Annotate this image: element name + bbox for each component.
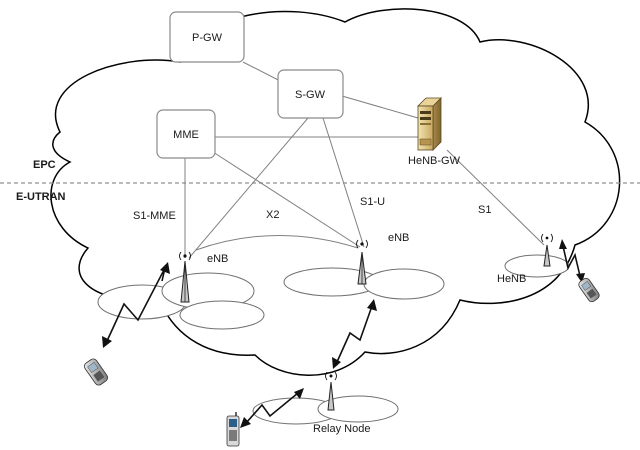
s1-label: S1 [478,204,491,216]
enb-center-label: eNB [388,232,409,244]
link-henbgw-henb [446,149,545,246]
network-cloud [50,8,621,376]
mobile-phone-icon [83,358,109,386]
s1-u-label: S1-U [360,196,385,208]
enb-center-cells [283,267,445,300]
henb-gw-label: HeNB-GW [408,155,461,167]
link-mme-enb-center [212,151,361,248]
antenna-tower-icon [356,239,368,285]
relay-cells [252,395,399,425]
pgw-box [169,11,245,63]
link-sgw-henbgw [341,95,419,119]
henb-label: HeNB [497,273,526,285]
sgw-box [277,69,344,119]
antenna-tower-icon [325,371,337,411]
link-sgw-enb-left [188,117,309,259]
enb-left-label: eNB [207,253,228,265]
mobile-phone-icon [578,277,600,303]
server-icon [417,97,442,151]
pgw-label: P-GW [192,32,223,44]
network-links [184,61,545,259]
mobile-phone-icon [226,412,240,447]
x2-label: X2 [266,209,279,221]
epc-label: EPC [33,159,56,171]
mme-box [156,109,216,159]
mme-label: MME [173,129,199,141]
sgw-label: S-GW [295,89,326,101]
lightning-link-icon [332,299,377,369]
link-x2 [195,235,359,251]
link-sgw-enb-center [322,117,365,248]
lightning-link-icon [240,388,304,428]
lightning-link-icon [559,239,585,283]
lightning-link-icon [102,262,170,348]
antenna-tower-icon [541,233,553,267]
e-utran-label: E-UTRAN [16,191,66,203]
relay-node-label: Relay Node [313,423,370,435]
s1-mme-label: S1-MME [133,210,176,222]
antenna-tower-icon [179,251,191,303]
